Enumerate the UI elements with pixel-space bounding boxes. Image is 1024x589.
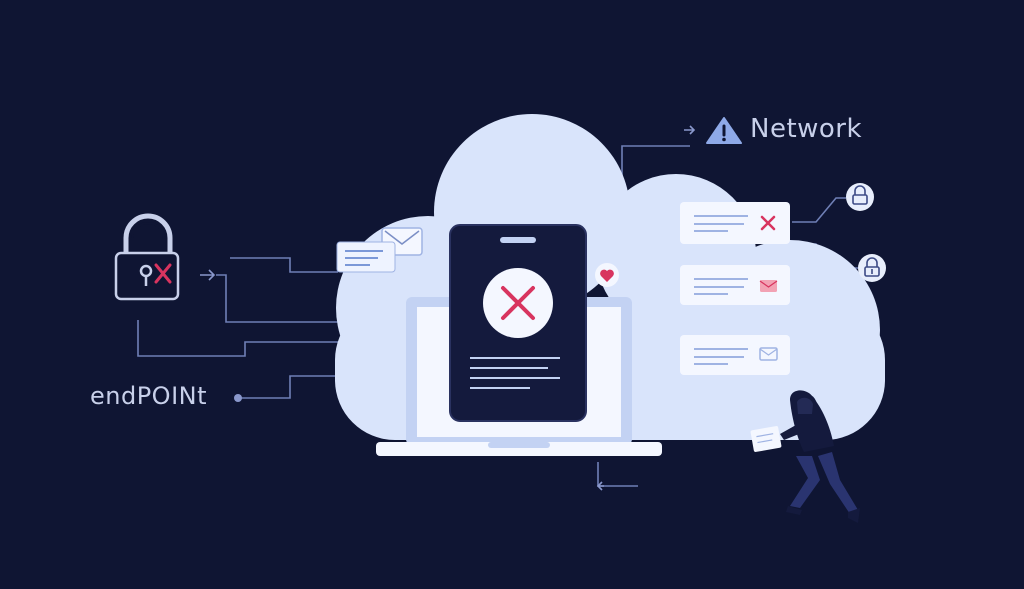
- error-x-icon: [501, 286, 535, 320]
- phone: [449, 224, 587, 422]
- envelope-icon: [760, 280, 777, 292]
- hacker-figure: [750, 390, 860, 523]
- paper-icon: [750, 426, 782, 452]
- endpoint-label: endPOINt: [90, 382, 208, 410]
- message-card: [336, 241, 396, 273]
- lock-badge-icon: [846, 183, 874, 211]
- lock-badge-icon: [858, 254, 886, 282]
- warning-triangle-icon: [706, 117, 742, 144]
- alert-card: [680, 202, 790, 244]
- envelope-icon: [759, 347, 778, 361]
- mail-card: [680, 265, 790, 305]
- message-card: [680, 335, 790, 375]
- close-icon: [760, 215, 776, 231]
- phone-text-lines: [470, 357, 560, 389]
- padlock-denied-icon: [114, 213, 180, 301]
- network-label: Network: [750, 114, 863, 144]
- heart-icon: [595, 263, 619, 287]
